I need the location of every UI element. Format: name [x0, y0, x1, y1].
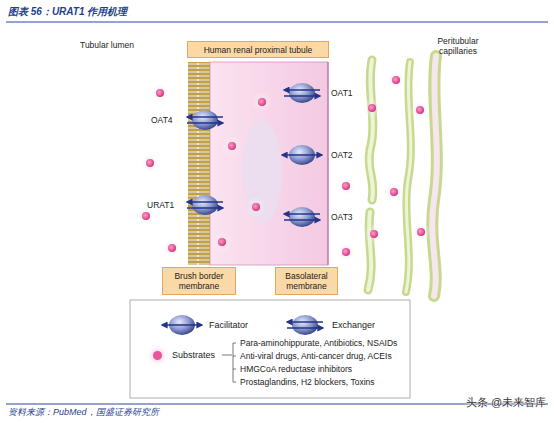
facilitator-symbol — [162, 315, 202, 335]
nucleus — [242, 120, 282, 224]
transporter-label: URAT1 — [147, 200, 174, 210]
legend-swatch — [153, 351, 162, 360]
substrate-dot — [246, 197, 266, 217]
box-text: Human renal proximal tubule — [204, 45, 313, 55]
capillary-core — [406, 62, 411, 292]
substrate-list-item: HMGCoA reductase inhibitors — [240, 364, 352, 374]
region-label: Tubular lumen — [80, 40, 134, 50]
substrate-dot — [386, 70, 406, 90]
exchanger-oat4 — [187, 110, 223, 130]
substrates — [136, 70, 431, 262]
substrate-list-item: Prostaglandins, H2 blockers, Toxins — [240, 377, 375, 387]
transporter-label: OAT3 — [331, 212, 353, 222]
basolateral-line — [327, 62, 328, 265]
substrate-dot — [384, 182, 404, 202]
substrate-dot — [410, 100, 430, 120]
exchanger-oat1 — [284, 83, 320, 103]
substrate-dot — [411, 222, 431, 242]
source-caption: 资料来源：PubMed，国盛证券研究所 — [8, 407, 159, 418]
tubule-cell — [210, 62, 328, 265]
transporter-label: OAT4 — [151, 115, 173, 125]
exchanger-oat3 — [284, 207, 320, 227]
capillary-core — [432, 56, 437, 296]
capillary — [369, 60, 373, 200]
exchanger-urat1 — [187, 195, 223, 215]
substrate-dot — [336, 176, 356, 196]
substrate-dot — [252, 92, 272, 112]
figure-title: 图表 56：URAT1 作用机理 — [8, 6, 127, 18]
substrate-list-item: Para-aminohippurate, Antibiotics, NSAIDs — [240, 338, 397, 348]
label-box: Basolateral membrane — [275, 267, 338, 295]
box-text-group: Human renal proximal tubule — [204, 45, 313, 55]
substrate-dot — [162, 238, 182, 258]
box-text: Brush border membrane — [166, 271, 232, 291]
transporter-label: OAT2 — [331, 150, 353, 160]
box-text: Basolateral membrane — [279, 271, 334, 291]
brush-border — [188, 62, 210, 265]
legend-text: Substrates — [172, 350, 215, 360]
substrate-bracket — [222, 343, 236, 382]
legend-text: Facilitator — [209, 320, 248, 330]
watermark: 头条 @未来智库 — [466, 396, 546, 409]
substrate-dot — [222, 136, 242, 156]
title-rule — [6, 22, 548, 23]
legend-box — [130, 300, 410, 398]
substrate-dot — [362, 98, 382, 118]
capillary — [406, 62, 411, 292]
substrate-dot — [212, 232, 232, 252]
capillary-core — [369, 60, 373, 200]
legend-text: Exchanger — [332, 320, 375, 330]
capillary — [432, 56, 437, 296]
substrate-dot — [364, 224, 384, 244]
region-label: Peritubular capillaries — [430, 36, 486, 56]
substrate-list-item: Anti-viral drugs, Anti-cancer drug, ACEI… — [240, 351, 392, 361]
box-text-group: Basolateral membrane — [279, 271, 334, 291]
box-text-group: Brush border membrane — [166, 271, 232, 291]
capillary — [368, 212, 371, 290]
label-box: Brush border membrane — [162, 267, 236, 295]
capillary-core — [368, 212, 371, 290]
exchanger-symbol — [287, 315, 323, 335]
label-box: Human renal proximal tubule — [187, 41, 329, 58]
capillaries — [368, 56, 437, 296]
substrate-dot — [336, 242, 356, 262]
substrate-dot — [140, 153, 160, 173]
transporter-label: OAT1 — [331, 88, 353, 98]
facilitator-oat2 — [282, 145, 322, 165]
substrate-dot — [150, 83, 170, 103]
